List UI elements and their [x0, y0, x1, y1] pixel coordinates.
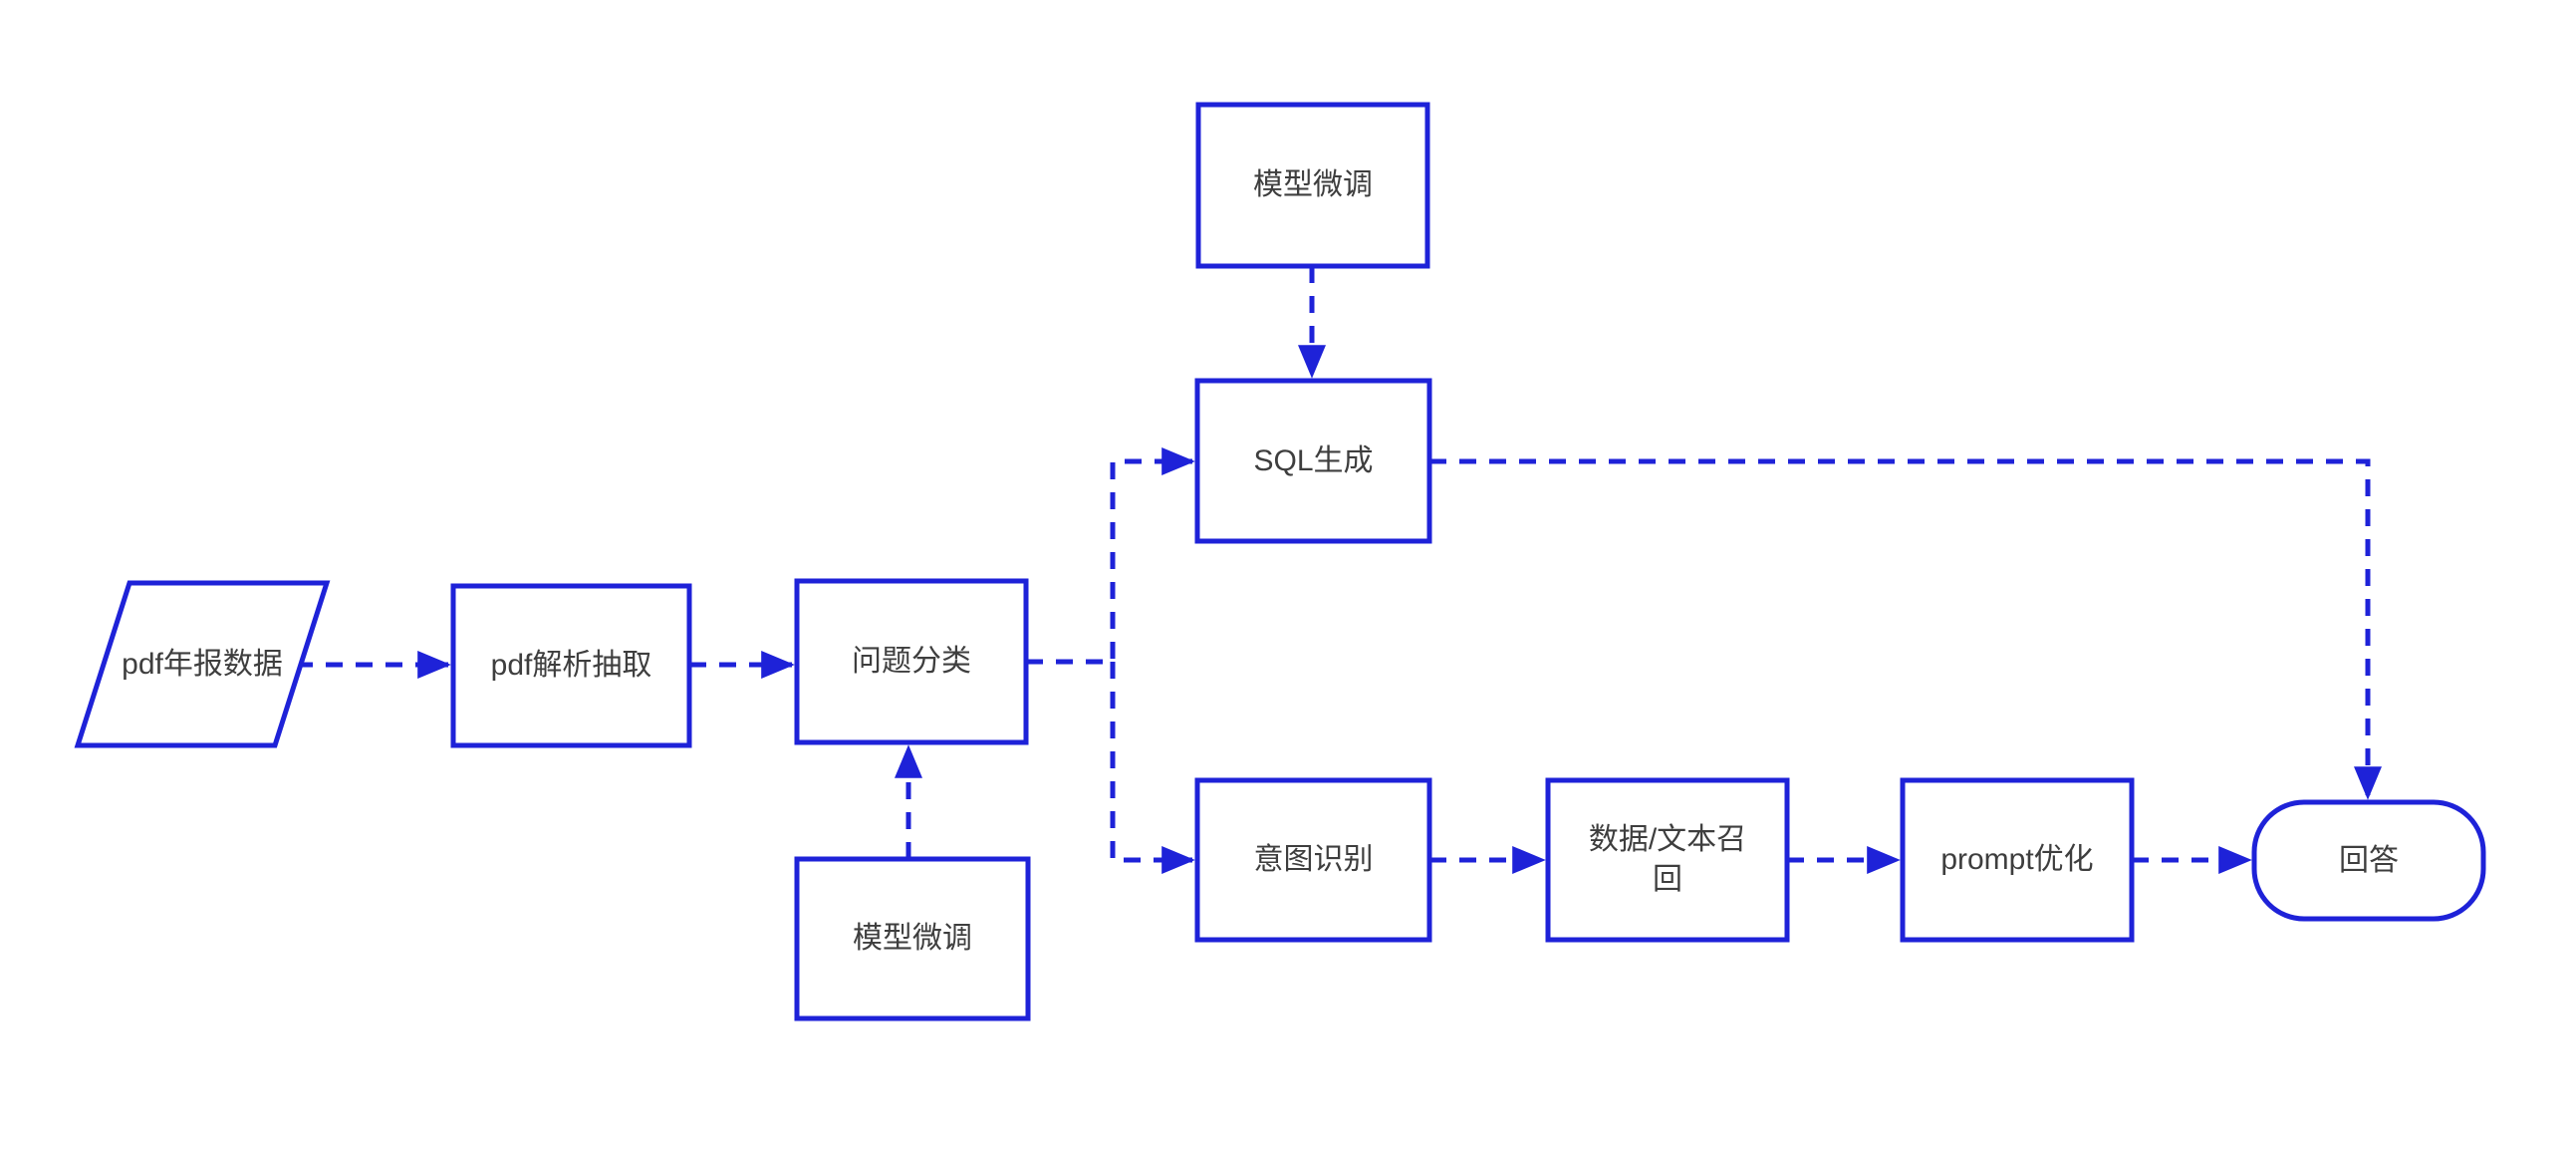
node-data-text-recall [1545, 777, 1790, 943]
edge-question-classify-to-intent-recognition [1110, 662, 1195, 874]
node-prompt-optimize [1900, 777, 2135, 943]
node-sql-generate [1194, 378, 1432, 544]
edge-question-classify-to-sql-generate [1026, 447, 1195, 665]
node-model-finetune-bottom [794, 856, 1031, 1021]
node-question-classify [794, 578, 1029, 745]
node-pdf-parse-extract [450, 583, 692, 748]
edge-sql-generate-to-answer [1429, 458, 2382, 800]
node-intent-recognition [1194, 777, 1432, 943]
node-answer [2251, 799, 2486, 922]
node-pdf-annual-data [74, 580, 331, 748]
node-model-finetune-top [1195, 102, 1430, 269]
